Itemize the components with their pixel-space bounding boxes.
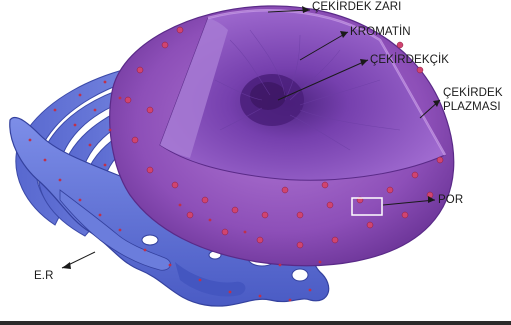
label-nucleoplasm: ÇEKİRDEK PLAZMASI <box>443 86 511 114</box>
label-nucleoplasm-line2: PLAZMASI <box>443 100 511 114</box>
label-nucleoplasm-line1: ÇEKİRDEK <box>443 86 511 100</box>
label-nuclear-envelope: ÇEKİRDEK ZARI <box>312 0 401 14</box>
label-er: E.R <box>34 269 53 283</box>
label-chromatin: KROMATİN <box>350 25 411 39</box>
label-nucleolus: ÇEKİRDEKÇİK <box>370 53 449 67</box>
label-pore: POR <box>438 193 463 207</box>
bottom-border <box>0 321 511 325</box>
